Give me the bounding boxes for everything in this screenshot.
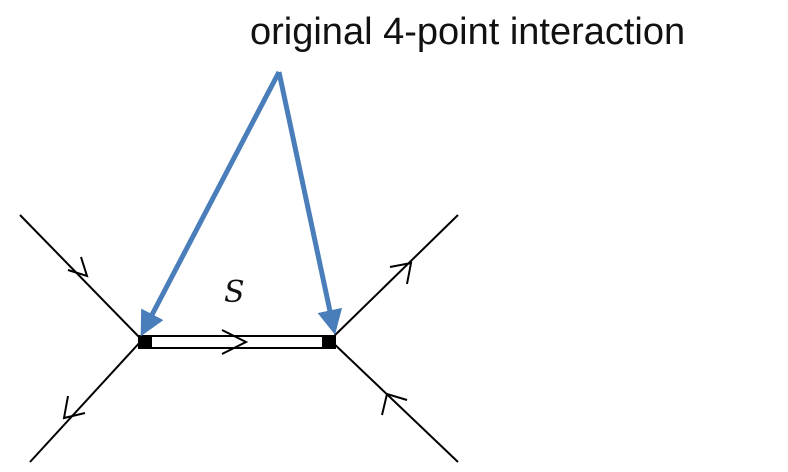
propagator-label: S (224, 275, 245, 310)
vertex-right (324, 336, 336, 348)
incoming-leg-bottom-right (329, 339, 459, 463)
annotation-caption: original 4-point interaction (250, 11, 686, 53)
vertex-left (139, 336, 151, 348)
annotation-arrow-left (140, 70, 282, 337)
outgoing-leg-bottom-left (29, 339, 143, 463)
leg-arrow-top-right (389, 261, 413, 285)
outgoing-leg-top-right (329, 214, 459, 341)
propagator-arrow (221, 329, 249, 355)
annotation-arrow-right (276, 71, 343, 335)
incoming-leg-top-left (19, 214, 143, 341)
leg-arrow-top-left (67, 256, 89, 278)
leg-arrow-bottom-left (62, 395, 86, 420)
leg-arrow-bottom-right (381, 392, 408, 416)
